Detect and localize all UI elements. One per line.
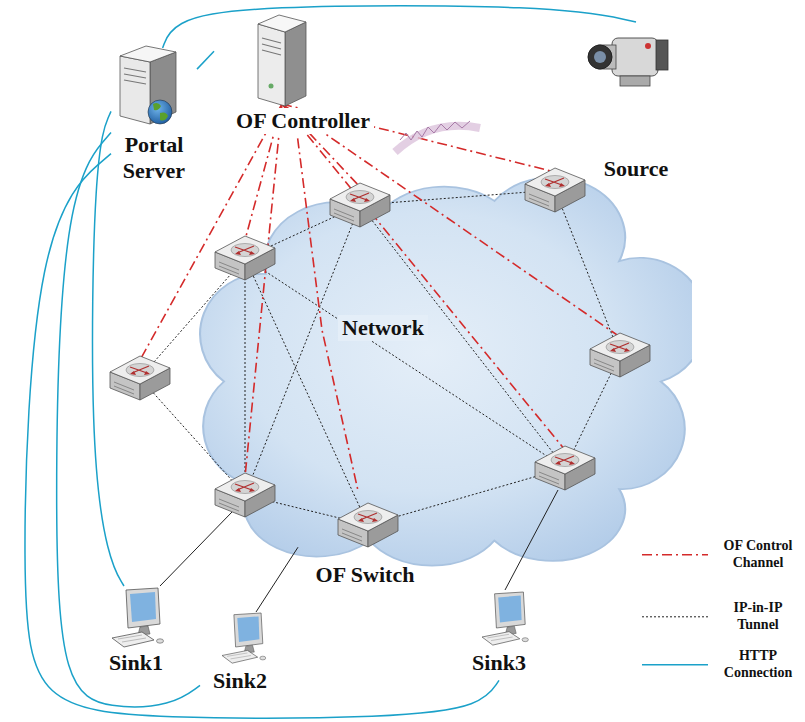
sink-node: Sink1 [96,586,176,680]
legend-sample [642,616,708,617]
wireless-swoosh [395,121,480,152]
node-label: Sink3 [472,650,526,676]
cloud-outline [172,145,692,575]
server-node: Portal Server [111,48,197,189]
camera-icon [588,38,668,86]
cloud-shape [200,177,692,565]
controller-icon [258,15,306,106]
legend-label: OF Control Channel [715,538,801,572]
legend-sample [642,664,708,666]
pc-icons [112,588,528,663]
connector [163,6,636,48]
controller-node: OF Controller [214,14,392,138]
network-cloud: Network [172,145,692,575]
node-label: Sink2 [213,668,267,694]
node-label: OF Controller [232,108,374,134]
node-label: Sink1 [109,650,163,676]
switch-node: OF Switch [298,492,432,592]
connector [57,132,200,706]
connector [256,547,298,612]
sink-node: Sink3 [458,590,540,680]
node-label: Source [604,156,668,182]
node-label: OF Switch [316,562,415,588]
node-label: Network [338,315,428,341]
node-label: Portal Server [115,132,193,185]
legend-sample [642,554,708,556]
portal-server-icon [120,46,176,124]
connector [197,51,214,69]
sink-node: Sink2 [200,612,280,698]
source-node: Source [588,22,684,186]
legend-label: HTTP Connection [715,648,801,682]
connector [92,111,124,586]
legend-label: IP-in-IP Tunnel [715,600,801,634]
legend-samples [642,555,708,665]
